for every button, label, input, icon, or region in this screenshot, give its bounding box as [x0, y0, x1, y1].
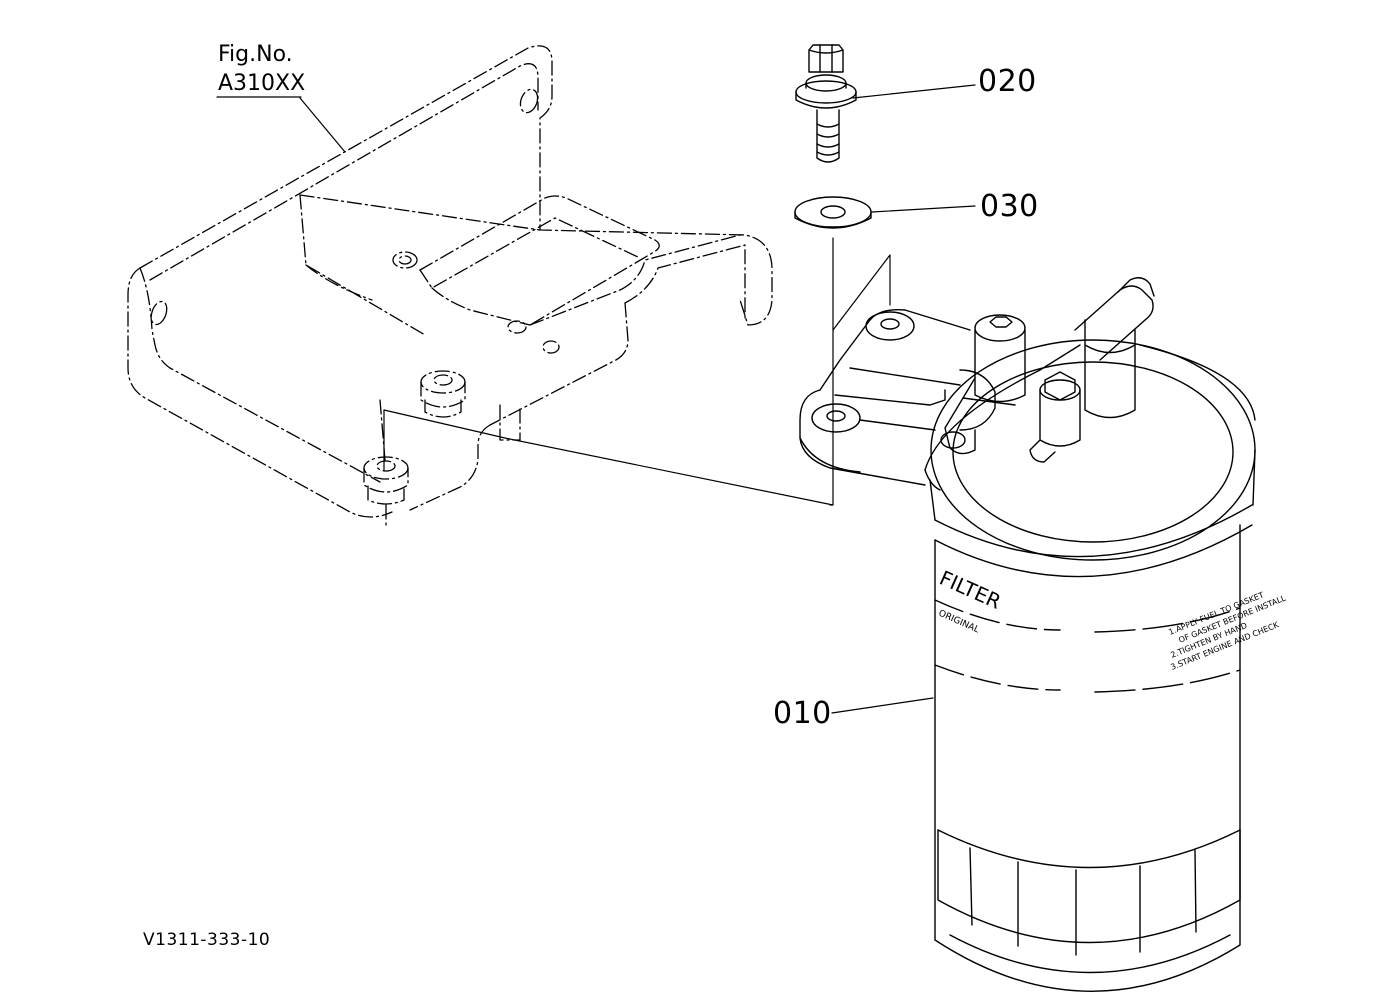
- filter-label-text: FILTER ORIGINAL 1.APPLY FUEL TO GASKET O…: [936, 566, 1288, 672]
- figure-number-label: Fig.No.: [218, 42, 293, 67]
- filter-head: [799, 277, 1256, 491]
- bolt-020: [795, 44, 857, 163]
- figure-reference-code: A310XX: [218, 71, 306, 96]
- fuel-filter-canister: [929, 339, 1256, 992]
- leader-fig: [299, 97, 346, 153]
- leader-020: [852, 84, 976, 99]
- assembly-guide-lines: [383, 237, 891, 506]
- callout-020: 020: [978, 64, 1037, 99]
- leader-030: [871, 205, 976, 213]
- filter-sub-text: ORIGINAL: [937, 609, 981, 636]
- drawing-code: V1311-333-10: [143, 930, 271, 950]
- callout-010: 010: [773, 696, 832, 731]
- mounting-bracket: [127, 45, 773, 529]
- callout-leaders: [216, 84, 976, 714]
- callout-030: 030: [980, 189, 1039, 224]
- leader-010: [831, 697, 934, 714]
- washer-030: [794, 196, 872, 229]
- filter-brand-text: FILTER: [936, 566, 1005, 614]
